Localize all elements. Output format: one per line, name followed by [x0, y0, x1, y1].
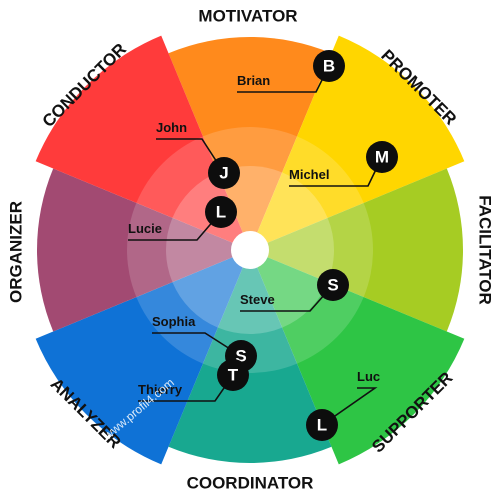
person-initial-john: J — [219, 163, 228, 182]
person-brian: Brian B — [237, 50, 345, 93]
person-thierry: Thierry T — [138, 359, 249, 402]
wheel-rings — [127, 127, 373, 373]
person-marker-luc — [306, 409, 338, 441]
person-marker-michel — [366, 141, 398, 173]
person-marker-thierry — [217, 359, 249, 391]
role-label-coordinator: COORDINATOR — [187, 473, 314, 492]
person-marker-lucie — [205, 196, 237, 228]
role-label-facilitator: FACILITATOR — [476, 195, 495, 305]
sector-analyzer — [35, 250, 250, 465]
person-initial-thierry: T — [228, 365, 239, 384]
person-marker-steve — [317, 269, 349, 301]
person-name-sophia: Sophia — [152, 314, 196, 329]
role-label-motivator: MOTIVATOR — [198, 6, 297, 25]
person-name-brian: Brian — [237, 73, 270, 88]
leader-line-luc — [321, 387, 378, 426]
center-hub — [231, 231, 269, 269]
person-name-john: John — [156, 120, 187, 135]
person-name-luc: Luc — [357, 369, 380, 384]
person-initial-sophia: S — [235, 346, 246, 365]
person-initial-steve: S — [327, 275, 338, 294]
person-name-lucie: Lucie — [128, 221, 162, 236]
sector-facilitator — [250, 168, 464, 332]
person-initial-luc: L — [317, 415, 327, 434]
person-marker-john — [208, 157, 240, 189]
person-michel: Michel M — [289, 141, 398, 187]
sector-motivator — [168, 36, 332, 251]
person-name-michel: Michel — [289, 167, 329, 182]
person-initial-michel: M — [375, 147, 389, 166]
sector-organizer — [36, 168, 250, 332]
sector-promoter — [250, 35, 465, 250]
person-steve: Steve S — [240, 269, 349, 312]
person-initial-lucie: L — [216, 202, 226, 221]
person-lucie: Lucie L — [128, 196, 237, 241]
person-name-thierry: Thierry — [138, 382, 183, 397]
sector-conductor — [35, 35, 250, 250]
sector-supporter — [250, 250, 465, 465]
person-initial-brian: B — [323, 56, 335, 75]
role-label-organizer: ORGANIZER — [6, 201, 25, 303]
person-name-steve: Steve — [240, 292, 275, 307]
person-marker-brian — [313, 50, 345, 82]
